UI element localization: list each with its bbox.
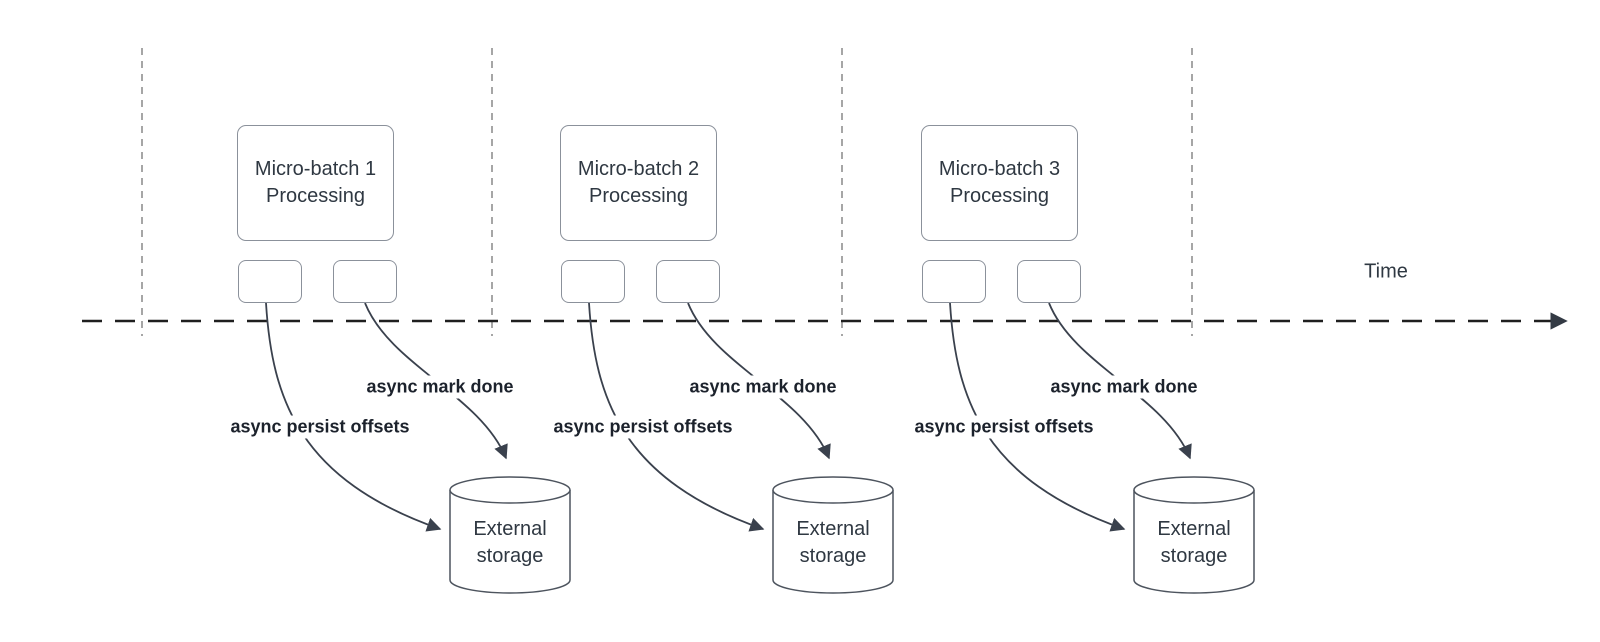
time-axis-label: Time xyxy=(1364,260,1408,283)
external-storage-label: External storage xyxy=(450,516,570,570)
mark-done-label: async mark done xyxy=(363,375,517,399)
external-storage-cylinder xyxy=(772,476,894,594)
micro-batch-1-subtask-left xyxy=(238,260,302,303)
persist-offsets-label: async persist offsets xyxy=(227,415,413,439)
micro-batch-2-title-line2: Processing xyxy=(589,185,688,207)
cylinder-body xyxy=(1133,490,1255,594)
external-storage-cylinder xyxy=(449,476,571,594)
cylinder-top xyxy=(449,476,571,504)
micro-batch-3-title-line1: Micro-batch 3 xyxy=(938,158,1061,180)
micro-batch-1-title-line1: Micro-batch 1 xyxy=(254,158,377,180)
external-storage-line2: storage xyxy=(1160,545,1228,567)
micro-batch-3-title-line2: Processing xyxy=(950,185,1049,207)
micro-batch-2-subtask-left xyxy=(561,260,625,303)
external-storage-line1: External xyxy=(796,518,870,540)
cylinder-body xyxy=(449,490,571,594)
cylinder-body xyxy=(772,490,894,594)
external-storage-label: External storage xyxy=(773,516,893,570)
cylinder-top xyxy=(1133,476,1255,504)
external-storage-line1: External xyxy=(1157,518,1231,540)
micro-batch-3-subtask-right xyxy=(1017,260,1081,303)
micro-batch-1-title-line2: Processing xyxy=(266,185,365,207)
external-storage-label: External storage xyxy=(1134,516,1254,570)
external-storage-line2: storage xyxy=(799,545,867,567)
batch-3-edges xyxy=(949,302,1255,594)
external-storage-cylinder xyxy=(1133,476,1255,594)
external-storage-line2: storage xyxy=(476,545,544,567)
micro-batch-1-subtask-right xyxy=(333,260,397,303)
persist-offsets-label: async persist offsets xyxy=(911,415,1097,439)
micro-batch-2-title-line1: Micro-batch 2 xyxy=(577,158,700,180)
micro-batch-2-subtask-right xyxy=(656,260,720,303)
cylinder-top xyxy=(772,476,894,504)
micro-batch-2-box: Micro-batch 2 Processing xyxy=(560,125,717,241)
external-storage-line1: External xyxy=(473,518,547,540)
micro-batch-3-box: Micro-batch 3 Processing xyxy=(921,125,1078,241)
mark-done-label: async mark done xyxy=(1047,375,1201,399)
persist-offsets-label: async persist offsets xyxy=(550,415,736,439)
mark-done-label: async mark done xyxy=(686,375,840,399)
micro-batch-3-subtask-left xyxy=(922,260,986,303)
micro-batch-1-box: Micro-batch 1 Processing xyxy=(237,125,394,241)
